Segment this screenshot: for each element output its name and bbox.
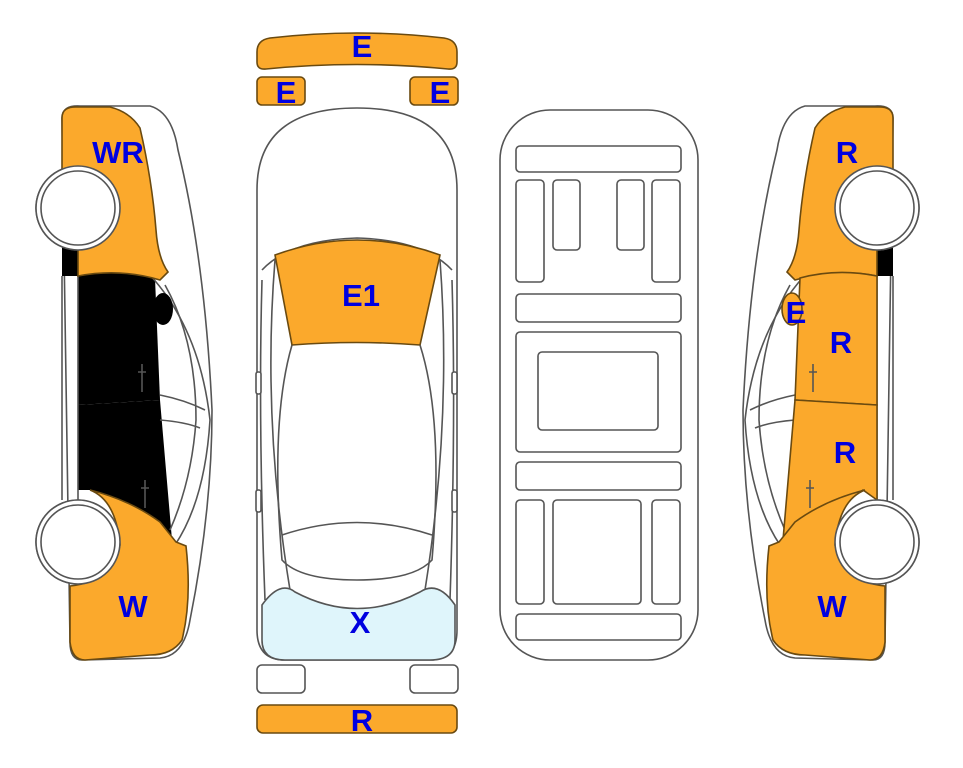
rear-window[interactable]	[261, 587, 456, 661]
rear-bumper-label: R	[351, 703, 373, 738]
left-headlight[interactable]	[256, 76, 306, 106]
left-headlight-label: E	[276, 75, 297, 110]
underside-view	[499, 109, 699, 661]
right-mirror-label: E	[786, 295, 807, 330]
right-mirror[interactable]	[781, 292, 803, 326]
right-rear-quarter-label: W	[817, 589, 847, 624]
right-front-fender-label: R	[836, 135, 858, 170]
right-taillight[interactable]	[409, 664, 459, 694]
hood[interactable]	[274, 239, 441, 346]
front-bumper[interactable]	[256, 32, 458, 70]
right-headlight[interactable]	[409, 76, 459, 106]
left-front-fender-label: WR	[92, 135, 144, 170]
top-view	[255, 32, 459, 734]
left-rear-quarter-label: W	[118, 589, 148, 624]
right-headlight-label: E	[430, 75, 451, 110]
rear-bumper[interactable]	[256, 704, 458, 734]
hood-label: E1	[342, 278, 380, 313]
left-side-fills[interactable]	[35, 106, 190, 661]
right-front-door-label: R	[830, 325, 852, 360]
front-bumper-label: E	[352, 29, 373, 64]
right-rear-door-label: R	[834, 435, 856, 470]
rear-window-label: X	[350, 605, 371, 640]
left-taillight[interactable]	[256, 664, 306, 694]
right-side-view	[742, 105, 920, 661]
